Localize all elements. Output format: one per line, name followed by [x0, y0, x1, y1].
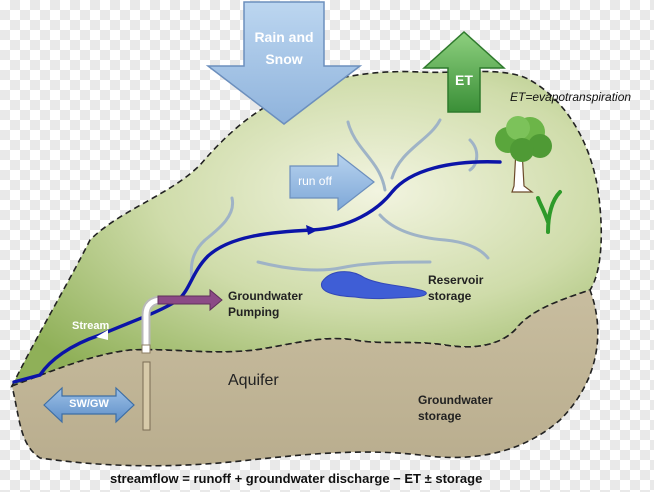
rain-snow-label-line1: Rain and: [254, 29, 314, 45]
groundwater-pump-pipe: [141, 288, 223, 431]
stream-flow-arrowhead: [306, 225, 318, 235]
stream-label: Stream: [72, 320, 110, 332]
tributaries: [189, 118, 490, 282]
reservoir-storage-label: Reservoir storage: [428, 272, 483, 304]
sw-gw-arrow: [43, 386, 135, 424]
groundwater-pumping-line2: Pumping: [228, 305, 280, 319]
aquifer-label: Aquifer: [228, 372, 279, 389]
groundwater-storage-line1: Groundwater: [418, 393, 493, 407]
groundwater-storage-label: Groundwater storage: [418, 392, 493, 424]
reservoir: [320, 271, 427, 300]
rain-snow-arrow: [205, 1, 363, 125]
et-definition: ET=evapotranspiration: [510, 90, 632, 104]
rain-snow-label: Rain and Snow: [244, 26, 324, 70]
plant-icon: [536, 190, 562, 234]
stream-outlet-arrowhead: [96, 330, 108, 340]
tree-icon: [495, 116, 552, 193]
et-arrow: [422, 30, 506, 113]
reservoir-line2: storage: [428, 289, 472, 303]
groundwater-pumping-line1: Groundwater: [228, 289, 303, 303]
run-off-arrow: [289, 152, 375, 212]
streamflow-equation: streamflow = runoff + groundwater discha…: [110, 471, 483, 486]
aquifer-region: [11, 288, 599, 467]
reservoir-line1: Reservoir: [428, 273, 484, 287]
pumping-arrow: [157, 288, 223, 312]
groundwater-storage-line2: storage: [418, 409, 462, 423]
groundwater-pumping-label: Groundwater Pumping: [228, 288, 303, 320]
run-off-label: run off: [298, 174, 332, 188]
et-label: ET: [455, 72, 473, 88]
rain-snow-label-line2: Snow: [265, 51, 303, 67]
sw-gw-label: SW/GW: [69, 398, 109, 410]
